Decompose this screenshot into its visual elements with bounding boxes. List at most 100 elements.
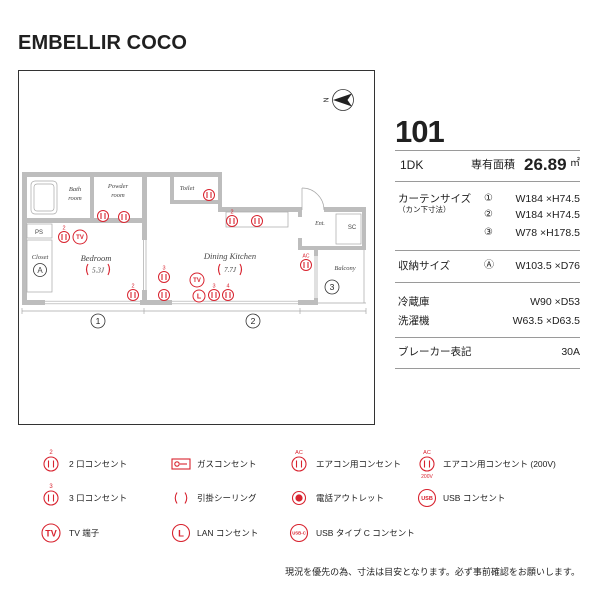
- entrance-door-swing: [301, 187, 325, 211]
- window-marker-2: 2: [245, 313, 261, 329]
- legend-label: エアコン用コンセント (200V): [443, 459, 556, 469]
- washer-label: 洗濯機: [398, 315, 430, 327]
- pipe-space: [26, 223, 53, 239]
- storage-size-label: 収納サイズ: [398, 260, 451, 272]
- outlet-3-icon: 3: [43, 484, 59, 506]
- divider: [395, 282, 580, 283]
- svg-text:TV: TV: [45, 528, 57, 538]
- svg-text:2: 2: [62, 226, 65, 232]
- outlet-icon: 2: [127, 284, 139, 301]
- breaker-label: ブレーカー表記: [398, 346, 472, 358]
- window-marker-3: 3: [324, 279, 340, 295]
- dining-kitchen-size: 7.7J: [224, 266, 237, 274]
- compass-north-label: N: [323, 97, 330, 102]
- outlet-icon: [118, 211, 130, 223]
- compass-ring: [332, 89, 354, 111]
- ceiling-hook-icon: [174, 492, 188, 504]
- storage-mark: Ⓐ: [484, 260, 494, 271]
- outlet-icon: [158, 289, 170, 301]
- legend-label: 2 口コンセント: [69, 459, 128, 469]
- svg-text:USB-C: USB-C: [292, 531, 306, 536]
- outlet-icon: [97, 210, 109, 222]
- ps-label: PS: [35, 230, 43, 236]
- outlet-icon: 2: [58, 226, 70, 243]
- bedroom-label: Bedroom: [81, 253, 112, 263]
- balcony-label: Balcony: [334, 265, 355, 272]
- compass: N: [323, 89, 354, 111]
- outlet-icon: [251, 215, 263, 227]
- walls: [22, 172, 366, 305]
- wall-segment: [170, 177, 174, 204]
- wall-segment: [142, 177, 147, 240]
- bath-label: Bath: [69, 186, 81, 193]
- wall-segment: [298, 238, 302, 250]
- legend-label: LAN コンセント: [197, 528, 259, 538]
- usb-outlet-icon: USB: [417, 488, 437, 508]
- svg-text:2: 2: [251, 316, 256, 326]
- fixtures: [21, 180, 367, 314]
- entrance-label: Ent.: [314, 221, 325, 227]
- legend-label: ガスコンセント: [197, 459, 257, 469]
- svg-text:AC: AC: [423, 450, 431, 456]
- legend-label: USB タイプ C コンセント: [316, 528, 415, 538]
- ceiling-hook-icon: [217, 263, 243, 276]
- north-arrow-icon: [333, 93, 352, 107]
- divider: [395, 250, 580, 251]
- room-labels: Bath room Powder room Toilet PS Closet A…: [32, 183, 357, 277]
- wall-segment: [170, 200, 222, 204]
- phone-outlet-icon: [291, 490, 307, 506]
- wall-segment: [324, 207, 366, 212]
- unit-number: 101: [395, 114, 445, 149]
- tv-terminal-icon: TV: [189, 272, 205, 288]
- legend-label: USB コンセント: [443, 493, 506, 503]
- disclaimer-note: 現況を優先の為、寸法は目安となります。必ず事前確認をお願いします。: [285, 567, 580, 577]
- fridge-value: W90 ×D53: [530, 296, 580, 308]
- usb-c-outlet-icon: USB-C: [289, 523, 309, 543]
- legend-item-lan-outlet: L LAN コンセント: [166, 511, 326, 555]
- wall-segment: [298, 300, 318, 305]
- outlet-2-icon: 2: [43, 450, 59, 472]
- wall-segment: [362, 207, 366, 250]
- svg-text:3: 3: [330, 282, 335, 292]
- shoe-closet-outline: [335, 213, 362, 245]
- svg-text:USB: USB: [421, 496, 433, 502]
- svg-text:TV: TV: [193, 278, 201, 284]
- storage-size-value: W103.5 ×D76: [515, 260, 581, 272]
- curtain-value-1: W184 ×H74.5: [515, 193, 581, 205]
- electrical-symbols: 2 TV 2 3 TV L: [58, 189, 312, 303]
- legend-item-outlet-2: 2 2 口コンセント: [36, 442, 196, 486]
- wall-segment: [314, 246, 318, 256]
- wall-segment: [22, 172, 27, 305]
- closet-mark: A: [37, 266, 43, 275]
- svg-text:AC: AC: [303, 254, 310, 260]
- svg-text:3: 3: [49, 484, 53, 490]
- bathtub-inner: [33, 183, 55, 212]
- svg-text:2: 2: [230, 210, 233, 216]
- wall-segment: [90, 177, 94, 218]
- legend-label: 引掛シーリング: [197, 493, 257, 503]
- wall-segment: [22, 218, 147, 223]
- floor-plan-frame: [18, 70, 375, 425]
- outlet-icon: 2: [226, 210, 238, 227]
- svg-text:2: 2: [131, 284, 134, 290]
- ac-outlet-icon: AC: [300, 254, 312, 271]
- floor-plan-drawing: N: [21, 89, 367, 329]
- svg-text:1: 1: [96, 316, 101, 326]
- powder-room-label: Powder: [107, 183, 129, 190]
- divider: [395, 181, 580, 182]
- wall-segment: [218, 172, 222, 212]
- wall-segment: [298, 207, 302, 217]
- wall-segment: [298, 246, 366, 250]
- lan-outlet-icon: L: [171, 523, 191, 543]
- wall-segment: [22, 300, 45, 305]
- svg-text:3: 3: [162, 266, 165, 272]
- svg-text:3: 3: [212, 284, 215, 290]
- ac-outlet-icon: AC: [291, 450, 307, 472]
- curtain-mark-3: ③: [484, 227, 493, 238]
- area-unit: ㎡: [570, 158, 580, 169]
- svg-text:TV: TV: [76, 235, 84, 241]
- legend-label: エアコン用コンセント: [316, 459, 402, 469]
- bath-label: room: [68, 195, 82, 202]
- area-value: 26.89: [524, 155, 567, 174]
- legend-item-ac-200v-outlet: AC 200V エアコン用コンセント (200V): [412, 442, 572, 486]
